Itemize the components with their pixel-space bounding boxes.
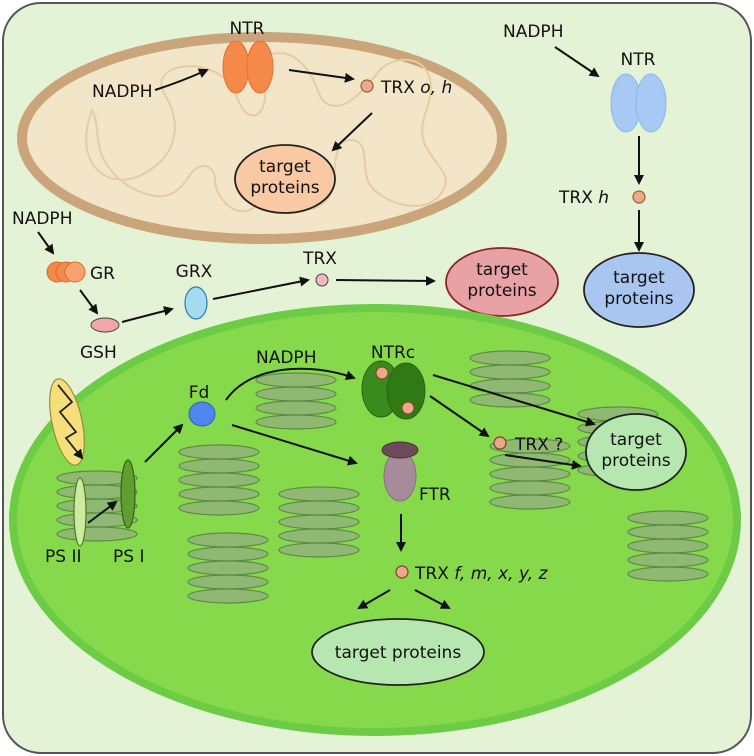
- fd-to-ntrc-arrow: [225, 367, 356, 401]
- chl-trx-dot: [395, 565, 409, 579]
- glutathione-path: NADPH GR GSH GRX TRX target proteins: [12, 209, 559, 363]
- chl-trx-label: TRX f, m, x, y, z: [414, 564, 549, 584]
- mito-nadph-arrow: [154, 68, 209, 91]
- ps1-to-fd-arrow: [144, 423, 184, 463]
- chl-trx-to-target-right-arrow: [414, 589, 451, 609]
- cyto-trx-prefix: TRX: [558, 188, 598, 208]
- granum-stack: [178, 444, 260, 516]
- ntrc-to-target-arrow: [432, 374, 596, 427]
- cyto-trx-dot: [632, 190, 646, 204]
- ntrc-target-line2: proteins: [601, 451, 670, 471]
- gsh-nadph-label: NADPH: [12, 209, 72, 229]
- ntrc-target-proteins: [585, 413, 687, 491]
- mito-ntr-label: NTR: [230, 19, 265, 39]
- trx-dot: [315, 273, 329, 287]
- ntrc-target-line1: target: [610, 430, 662, 450]
- chl-trx-unknown-dot: [493, 436, 507, 450]
- mito-trx-variants: o, h: [420, 78, 452, 98]
- cyto-nadph-arrow: [554, 46, 600, 78]
- ps2-label: PS II: [45, 547, 81, 567]
- trx-label: TRX: [302, 249, 337, 269]
- red-target-line1: target: [476, 260, 528, 280]
- mitochondrion: NTR NADPH TRX o, h target proteins: [17, 19, 507, 244]
- light-bolt-icon: [49, 378, 85, 466]
- granum-stack: [278, 486, 360, 558]
- granum-stack: [187, 532, 269, 604]
- gsh-to-grx-arrow: [121, 306, 174, 323]
- fd-to-ftr-arrow: [231, 424, 358, 466]
- chloroplast: PS II PS I Fd NADPH NTRc TRX ? target pr…: [9, 304, 741, 736]
- mito-trx-label: TRX o, h: [380, 78, 452, 98]
- fd-label: Fd: [189, 383, 210, 403]
- cyto-nadph-label: NADPH: [503, 22, 563, 42]
- ftr-cap: [381, 441, 419, 459]
- chl-trx-to-target-left-arrow: [357, 589, 391, 610]
- mitochondrion-outer-membrane: [17, 32, 507, 244]
- mito-target-line1: target: [259, 157, 311, 177]
- chl-nadph-label: NADPH: [256, 348, 316, 368]
- mito-trx-dot: [360, 79, 374, 93]
- trx-to-target-arrow: [335, 275, 436, 286]
- chl-trx-unknown-label: TRX ?: [514, 435, 563, 455]
- chl-trx-prefix: TRX: [414, 564, 454, 584]
- gsh-molecule: [90, 317, 120, 333]
- mito-ntr-subunit-right: [246, 40, 274, 94]
- ps2-to-ps1-arrow: [87, 500, 118, 524]
- ntrc-label: NTRc: [371, 343, 415, 363]
- gsh-label: GSH: [80, 343, 117, 363]
- cyto-target-line2: proteins: [604, 289, 673, 309]
- grx-label: GRX: [176, 262, 213, 282]
- gr-to-gsh-arrow: [79, 289, 99, 315]
- mito-trx-prefix: TRX: [380, 78, 420, 98]
- mito-target-proteins: [234, 144, 336, 214]
- ftr-label: FTR: [419, 485, 451, 505]
- mito-ntr-subunit-left: [222, 40, 250, 94]
- mito-trx-to-target-arrow: [331, 112, 373, 152]
- mitochondrion-cristae: [85, 52, 447, 213]
- ps1-complex: [120, 459, 136, 529]
- cyto-ntr-label: NTR: [621, 50, 656, 70]
- ftr-target-label: target proteins: [335, 643, 462, 663]
- ftr-target-proteins: [311, 618, 485, 686]
- gsh-nadph-arrow: [37, 231, 55, 255]
- cyto-target-proteins: [583, 252, 695, 328]
- mito-ntr-to-trx-arrow: [288, 69, 355, 83]
- cyto-trx-label: TRX h: [558, 188, 609, 208]
- ps1-label: PS I: [113, 547, 144, 567]
- red-target-line2: proteins: [467, 281, 536, 301]
- cyto-target-line1: target: [613, 268, 665, 288]
- mito-nadph-label: NADPH: [92, 82, 152, 102]
- gr-subunit-3: [64, 261, 86, 283]
- grx-molecule: [184, 286, 208, 320]
- fd-molecule: [188, 401, 216, 427]
- mito-target-line2: proteins: [250, 178, 319, 198]
- grx-to-trx-arrow: [212, 276, 310, 300]
- cyto-ntr-subunit-right: [635, 73, 667, 133]
- ntrc-to-trx-arrow: [429, 395, 490, 438]
- ps2-complex: [73, 477, 87, 547]
- ntrc-subunit-right: [386, 362, 426, 420]
- red-target-proteins: [445, 247, 559, 317]
- ntrc-trx-domain-2: [401, 401, 415, 415]
- gr-label: GR: [90, 264, 115, 284]
- cyto-trx-variant: h: [598, 188, 609, 208]
- chl-trx-variants: f, m, x, y, z: [454, 564, 548, 584]
- granum-stack: [627, 510, 709, 582]
- ntrc-trx-domain-1: [375, 366, 389, 380]
- cytosolic-ntr-path: NADPH NTR TRX h target proteins: [503, 22, 695, 328]
- trx-unknown-to-target-arrow: [504, 454, 582, 470]
